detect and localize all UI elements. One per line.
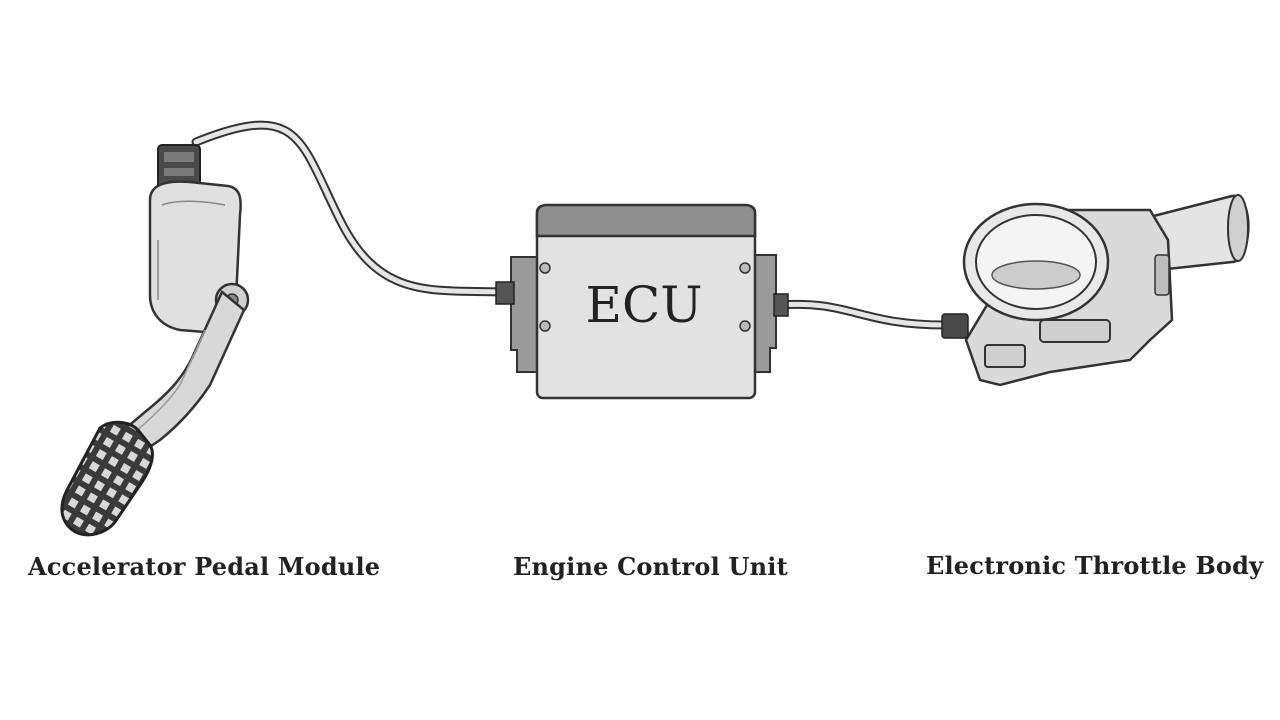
ecu-lid (535, 203, 757, 238)
ecu-left-bracket (510, 256, 541, 373)
engine-control-unit-label: Engine Control Unit (513, 552, 788, 581)
engine-control-unit: ECU (495, 203, 789, 400)
accelerator-pedal-label: Accelerator Pedal Module (28, 552, 381, 581)
pedal-ecu-wire (191, 120, 515, 297)
ecu-screws (539, 262, 751, 332)
wires (191, 120, 950, 330)
throttle-plate (991, 260, 1081, 290)
throttle-body-label: Electronic Throttle Body (926, 551, 1264, 580)
electronic-throttle-body (941, 194, 1250, 387)
pedal-pad (60, 420, 154, 537)
accelerator-pedal-module (60, 144, 250, 537)
ecu-text: ECU (586, 276, 703, 334)
throttle-connector (941, 313, 969, 339)
